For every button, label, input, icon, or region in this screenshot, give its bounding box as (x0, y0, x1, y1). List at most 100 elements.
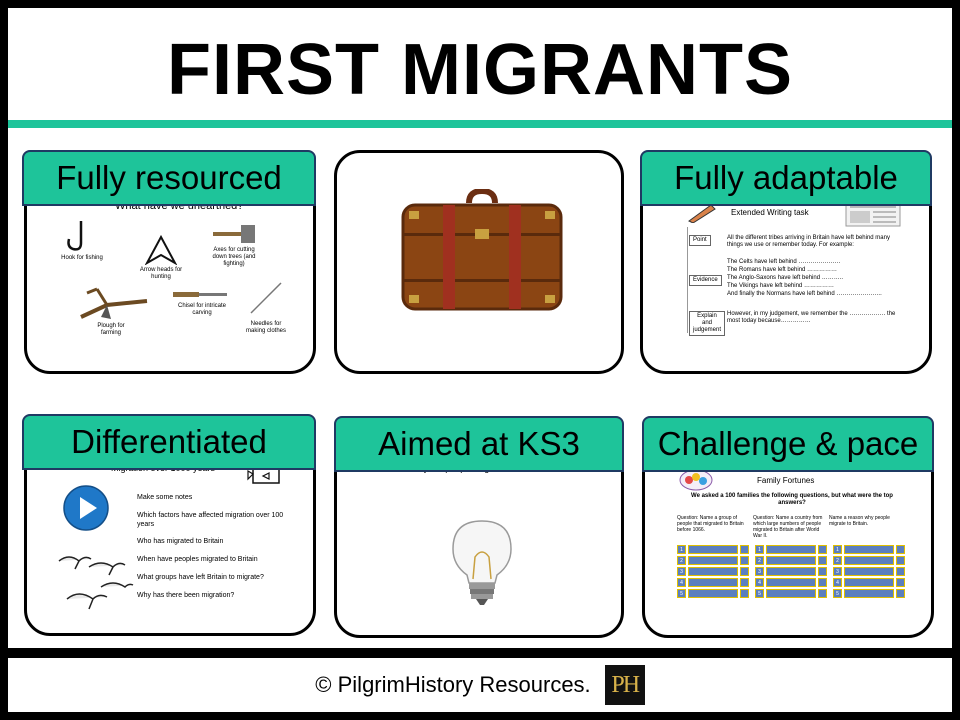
suitcase-icon (401, 189, 563, 311)
adaptable-evidence-3: The Anglo-Saxons have left behind ……….. (727, 275, 844, 281)
challenge-slide-title: Family Fortunes (757, 476, 815, 485)
play-button-icon (63, 485, 109, 531)
card-differentiated: Migration over 1000 years Make some note… (24, 442, 316, 636)
answer-slot: 5 (833, 589, 905, 598)
answer-row: 5 5 5 (677, 589, 905, 598)
differentiated-item-1: Make some notes (137, 494, 193, 501)
resourced-item-2: Arrow heads for hunting (139, 267, 183, 280)
card-fully-resourced: What have we unearthed? Hook for fishing… (24, 180, 316, 374)
answer-score (818, 578, 827, 587)
answer-bar (844, 567, 894, 576)
answer-number: 4 (755, 578, 764, 587)
axe-icon (213, 225, 255, 243)
adaptable-point-text: All the different tribes arriving in Bri… (727, 235, 890, 248)
chisel-icon (173, 292, 227, 297)
answer-score (740, 556, 749, 565)
answer-number: 5 (833, 589, 842, 598)
differentiated-item-3: Who has migrated to Britain (137, 538, 224, 545)
answer-score (896, 545, 905, 554)
footer-rule (8, 648, 952, 658)
answer-number: 5 (755, 589, 764, 598)
answer-slot: 3 (677, 567, 749, 576)
answer-score (740, 567, 749, 576)
pen-icon (688, 204, 716, 223)
answer-slot: 2 (755, 556, 827, 565)
card-aimed-ks3: Why did people migrate to Britain? (334, 444, 624, 638)
answer-bar (688, 589, 738, 598)
title-area: FIRST MIGRANTS (8, 8, 952, 120)
answer-bar (688, 567, 738, 576)
card-challenge-pace: Family Fortunes We asked a 100 families … (642, 444, 934, 638)
answer-number: 2 (755, 556, 764, 565)
resourced-slide-title: What have we unearthed? (115, 200, 244, 212)
adaptable-slide-title: Extended Writing task (731, 208, 809, 217)
answer-score (818, 556, 827, 565)
answer-bar (766, 567, 816, 576)
answer-slot: 2 (677, 556, 749, 565)
answer-slot: 3 (755, 567, 827, 576)
answer-bar (766, 556, 816, 565)
family-fortunes-logo-icon (679, 469, 713, 491)
card-fully-adaptable: Extended Writing task Point Evidence Exp… (640, 180, 932, 374)
answer-slot: 4 (833, 578, 905, 587)
tab-fully-resourced: Fully resourced (22, 150, 316, 206)
answer-score (818, 589, 827, 598)
answer-row: 4 4 4 (677, 578, 905, 587)
ph-logo: PH (604, 665, 645, 705)
answer-bar (688, 578, 738, 587)
answer-number: 3 (833, 567, 842, 576)
lightbulb-icon (452, 520, 512, 605)
answer-number: 4 (833, 578, 842, 587)
answer-bar (844, 578, 894, 587)
answer-score (740, 545, 749, 554)
answer-bar (766, 589, 816, 598)
slide-canvas: FIRST MIGRANTS What have we unearthed? H… (8, 8, 952, 712)
answer-bar (844, 589, 894, 598)
answer-bar (688, 556, 738, 565)
content-area: What have we unearthed? Hook for fishing… (8, 128, 952, 648)
answer-row: 1 1 1 (677, 545, 905, 554)
answer-score (818, 545, 827, 554)
answer-slot: 1 (677, 545, 749, 554)
answer-score (896, 567, 905, 576)
answer-number: 4 (677, 578, 686, 587)
differentiated-item-4: When have peoples migrated to Britain (137, 556, 258, 563)
tab-challenge-pace: Challenge & pace (642, 416, 934, 472)
page-title: FIRST MIGRANTS (167, 30, 793, 110)
answer-slot: 1 (833, 545, 905, 554)
answer-slot: 2 (833, 556, 905, 565)
answer-bar (766, 545, 816, 554)
answer-score (740, 578, 749, 587)
challenge-question-2: Question: Name a country from which larg… (753, 515, 823, 539)
plough-icon (80, 287, 148, 319)
answer-score (896, 589, 905, 598)
answer-bar (688, 545, 738, 554)
answer-slot: 3 (833, 567, 905, 576)
resourced-item-6: Needles for making clothes (245, 321, 287, 334)
differentiated-item-6: Why has there been migration? (137, 592, 235, 599)
label-point: Point (689, 235, 711, 246)
answer-score (896, 578, 905, 587)
answer-slot: 1 (755, 545, 827, 554)
arrowhead-icon (145, 235, 177, 265)
answer-slot: 4 (755, 578, 827, 587)
adaptable-evidence-5: And finally the Normans have left behind… (727, 291, 882, 297)
label-evidence: Evidence (689, 275, 722, 286)
differentiated-item-5: What groups have left Britain to migrate… (137, 574, 264, 581)
geese-icon (58, 556, 134, 610)
answer-number: 1 (833, 545, 842, 554)
tab-aimed-ks3: Aimed at KS3 (334, 416, 624, 472)
challenge-subtitle: We asked a 100 families the following qu… (691, 493, 893, 506)
answer-number: 5 (677, 589, 686, 598)
resourced-item-1: Hook for fishing (61, 255, 103, 261)
copyright-text: © PilgrimHistory Resources. (315, 672, 591, 697)
answer-bar (844, 545, 894, 554)
answer-number: 1 (755, 545, 764, 554)
challenge-question-1: Question: Name a group of people that mi… (677, 515, 744, 533)
differentiated-item-2: Which factors have affected migration ov… (137, 512, 284, 528)
answer-number: 1 (677, 545, 686, 554)
